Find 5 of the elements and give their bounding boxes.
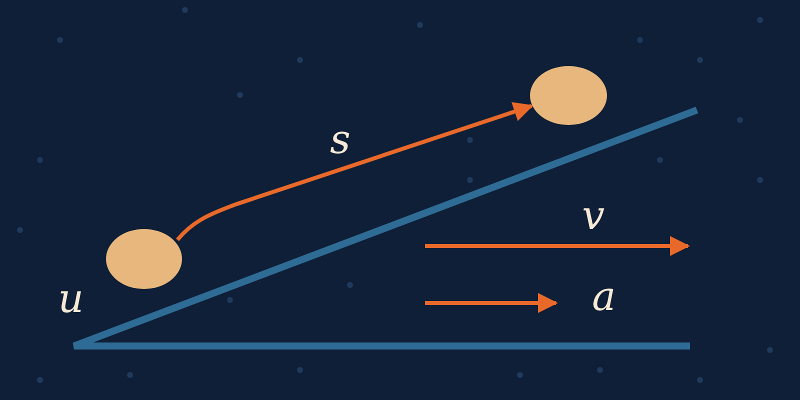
vector-label: a — [592, 277, 616, 317]
variable-label: u — [58, 279, 84, 319]
arrow — [176, 102, 534, 242]
edge-label: s — [330, 120, 351, 160]
vector-label: v — [582, 196, 605, 236]
